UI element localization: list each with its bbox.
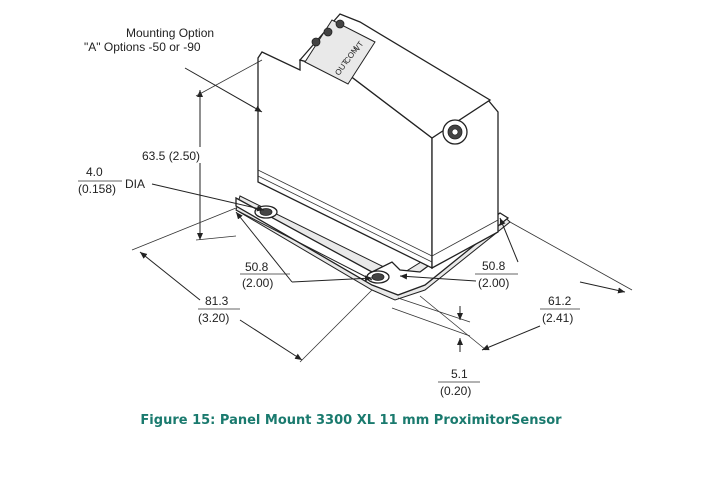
mounting-option-title: Mounting Option — [126, 26, 214, 40]
terminal-screws — [311, 19, 345, 47]
length-mm: 81.3 — [205, 294, 229, 308]
depth-in: (2.41) — [542, 311, 573, 325]
hole-diameter-mm: 4.0 — [86, 165, 103, 179]
mounting-option-detail: "A" Options -50 or -90 — [84, 40, 201, 54]
width-left-in: (2.00) — [242, 276, 273, 290]
connector-nut — [442, 119, 468, 145]
width-left-mm: 50.8 — [245, 260, 269, 274]
thickness-mm: 5.1 — [451, 367, 468, 381]
figure-caption: Figure 15: Panel Mount 3300 XL 11 mm Pro… — [140, 413, 562, 428]
height-dimension: 63.5 (2.50) — [142, 149, 200, 163]
depth-mm: 61.2 — [548, 294, 572, 308]
width-right-in: (2.00) — [478, 276, 509, 290]
hole-diameter-suffix: DIA — [125, 177, 145, 191]
hole-diameter-in: (0.158) — [78, 182, 116, 196]
base-plate — [235, 195, 511, 301]
thickness-in: (0.20) — [440, 384, 471, 398]
width-right-mm: 50.8 — [482, 259, 506, 273]
sensor-housing: VT COM OUT — [257, 13, 499, 270]
length-in: (3.20) — [198, 311, 229, 325]
